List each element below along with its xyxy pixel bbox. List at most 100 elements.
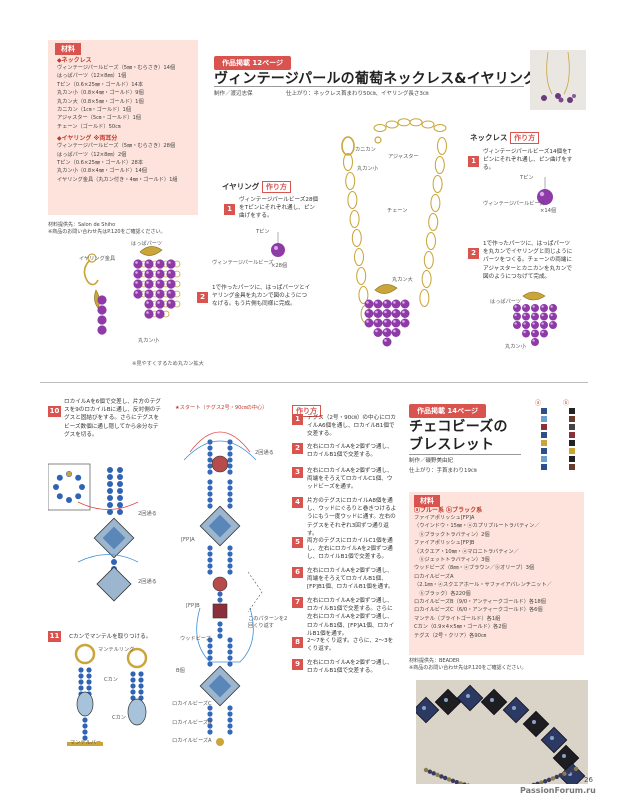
thumb-bead bbox=[541, 440, 547, 446]
lbl-mantel-bar: マンテルバー bbox=[70, 740, 102, 746]
bead-highlight bbox=[157, 281, 160, 284]
pearl-bead bbox=[155, 259, 165, 269]
thumb-bead bbox=[541, 464, 547, 470]
photo-seed-bead bbox=[573, 766, 579, 772]
bead-highlight bbox=[375, 310, 378, 314]
necklace-step2-text: 1で作ったパーツに、はっぱパーツを丸カンでイヤリングと同じようにパーツをつくる。… bbox=[483, 241, 573, 280]
seed-bead-a bbox=[207, 485, 213, 491]
wood-bead bbox=[212, 576, 228, 592]
bead-highlight bbox=[135, 261, 138, 264]
seed-bead-a bbox=[207, 457, 213, 463]
necklace-step2: 2 1で作ったパーツに、はっぱパーツを丸カンでイヤリングと同じようにパーツをつく… bbox=[468, 240, 588, 280]
bead-highlight bbox=[532, 330, 535, 334]
step-number: 11 bbox=[48, 631, 61, 642]
diagram-start: ★スタート（テグス2号・90㎝の中心） bbox=[175, 405, 268, 411]
bead-highlight bbox=[393, 320, 396, 323]
bead-highlight bbox=[146, 311, 149, 314]
photo-seed-bead bbox=[446, 777, 452, 782]
material-line: マンテル（ブライトゴールド）各1組 bbox=[414, 615, 501, 622]
thumb-bead bbox=[569, 408, 575, 414]
mantel-ring bbox=[74, 643, 96, 665]
material-line: イヤリング金具（丸カン付き・4㎜・ゴールド）1組 bbox=[57, 176, 178, 183]
photo-bead bbox=[416, 696, 440, 724]
materials-tag-bracelet: 材料 bbox=[414, 488, 440, 507]
seed-bead-a bbox=[207, 497, 213, 503]
seed-bead-a bbox=[207, 469, 213, 475]
pearl-bead bbox=[155, 299, 165, 309]
chain-link bbox=[421, 120, 435, 129]
photo-seed-bead bbox=[427, 769, 433, 774]
seed-bead-a bbox=[107, 495, 113, 501]
article1-pill: 作品掲載 12ページ bbox=[214, 50, 292, 70]
material-line: 丸カン小（0.8×4㎜・ゴールド）9個 bbox=[57, 90, 144, 97]
lbl-mantel-ring: マンテルリング bbox=[98, 647, 135, 653]
necklace-grape-pendant bbox=[364, 284, 410, 347]
seed-bead-a bbox=[138, 683, 144, 689]
seed-bead-a bbox=[107, 481, 113, 487]
step-text: 左右にロカイルAを2個ずつ通し、ロカイルB1個で交差する。 bbox=[307, 444, 393, 459]
thumb-bead bbox=[569, 416, 575, 422]
pearl-bead bbox=[155, 279, 165, 289]
step11-diagram bbox=[67, 643, 148, 746]
seed-bead-a bbox=[75, 474, 82, 481]
material-line: ⓑジェットトラバティン）3個 bbox=[414, 557, 490, 564]
seed-bead-a bbox=[207, 557, 213, 563]
photo-seed-bead bbox=[539, 780, 544, 784]
thread bbox=[77, 554, 139, 563]
bead-highlight bbox=[402, 301, 405, 304]
seed-bead-a bbox=[227, 563, 233, 569]
seed-bead-a bbox=[227, 729, 233, 735]
photo-seed-bead bbox=[439, 774, 444, 779]
thumb-bead bbox=[541, 448, 547, 454]
step11-text: Cカンでマンテルを取りつける。 bbox=[69, 634, 152, 640]
pearl-bead bbox=[144, 269, 154, 279]
material-line: チェーン（ゴールド）50㎝ bbox=[57, 123, 121, 130]
pearl-bead bbox=[391, 299, 401, 309]
material-line: ウッドビーズ（8㎜・ⓐブラウン／ⓑオリーブ）3個 bbox=[414, 565, 535, 572]
photo-seed-bead bbox=[566, 769, 571, 775]
necklace-lbl-bead: ヴィンテージパールビーズ bbox=[483, 201, 545, 207]
bead-highlight bbox=[157, 271, 160, 274]
step-text: 左右にロカイルAを2個ずつ通し、両端をそろえてロカイルC1個、ウッドビーズを通す… bbox=[307, 468, 393, 491]
photo-highlight bbox=[444, 698, 448, 702]
article1-credit: 制作／渡辺志保 bbox=[214, 91, 253, 97]
seed-bead-a bbox=[86, 667, 92, 673]
seed-bead-a bbox=[217, 591, 223, 597]
materials-provider: 材料提供先：Salon de Shiho bbox=[48, 222, 116, 228]
seed-bead-a bbox=[207, 717, 213, 723]
seed-bead-a bbox=[130, 683, 136, 689]
necklace-parts-diagram bbox=[513, 291, 557, 346]
bead-highlight bbox=[168, 291, 171, 294]
seed-bead-a bbox=[207, 563, 213, 569]
photo-highlight bbox=[490, 698, 494, 702]
thread bbox=[77, 501, 139, 510]
bead-highlight bbox=[541, 322, 544, 325]
pearl-bead bbox=[133, 279, 143, 289]
step-number: 5 bbox=[292, 537, 303, 548]
pearl-bead bbox=[391, 328, 401, 337]
material-line: Tピン（0.6×25㎜・ゴールド）28本 bbox=[57, 160, 144, 167]
seed-bead-a bbox=[107, 502, 113, 508]
pearl-bead bbox=[540, 304, 548, 312]
bead-highlight bbox=[532, 322, 535, 325]
necklace-lbl-kani: カニカン bbox=[355, 147, 376, 153]
seed-bead-a bbox=[107, 488, 113, 494]
bead-highlight bbox=[384, 320, 387, 323]
bead-highlight bbox=[146, 301, 149, 304]
bead-highlight bbox=[402, 310, 405, 314]
earring-lbl-parts: はっぱパーツ bbox=[131, 241, 163, 247]
seed-bead-a bbox=[227, 503, 233, 509]
seed-bead-a bbox=[227, 569, 233, 575]
bead-highlight bbox=[168, 271, 171, 274]
earring-diagram bbox=[83, 246, 181, 335]
chain-link bbox=[434, 156, 445, 174]
seed-bead-a bbox=[227, 661, 233, 667]
step10: 10 ロカイルAを6個で交差し、片方のテグスを9のロカイルBに通し、反対側のテグ… bbox=[48, 398, 166, 438]
seed-bead-a bbox=[130, 671, 136, 677]
photo-seed-bead bbox=[543, 779, 548, 784]
pearl-bead bbox=[382, 328, 392, 337]
seed-bead-a bbox=[207, 711, 213, 717]
materials-provider-note: ※商品のお問い合わせ先はP.120をご確認ください。 bbox=[48, 229, 166, 235]
seed-bead-a bbox=[117, 481, 123, 487]
